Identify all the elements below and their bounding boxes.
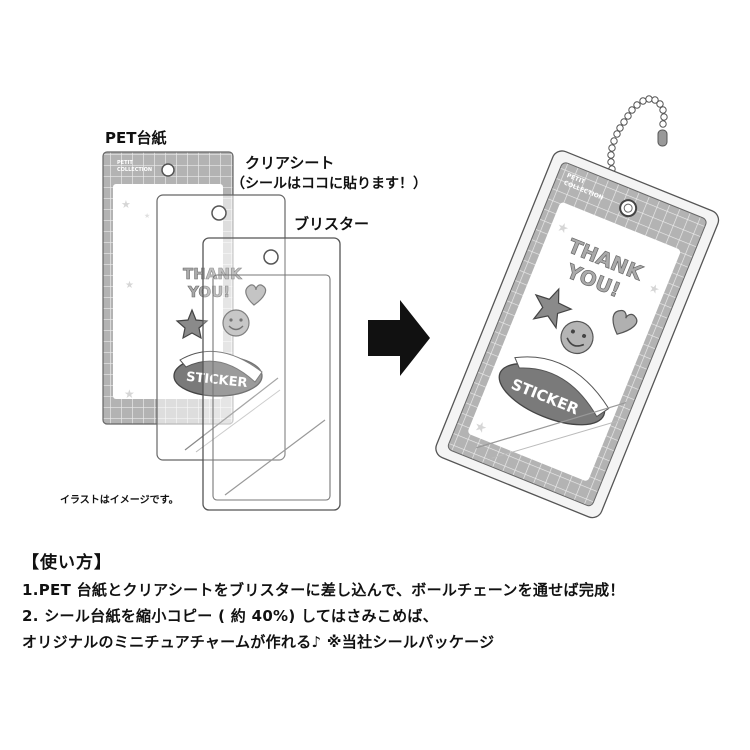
thank-you-text: THANK (183, 265, 243, 283)
blister (202, 237, 341, 511)
instruction-step-1: 1.PET 台紙とクリアシートをブリスターに差し込んで、ボールチェーンを通せば完… (22, 581, 625, 599)
star-icon: ★ (124, 387, 135, 401)
thank-you-text-2: YOU! (187, 283, 230, 301)
assembled-charm: PETIT COLLECTION THANK YOU! STICKER ★ ★ (435, 95, 720, 519)
usage-instructions: 【使い方】 1.PET 台紙とクリアシートをブリスターに差し込んで、ボールチェー… (22, 548, 737, 657)
illustration-note: イラストはイメージです。 (60, 494, 179, 506)
clear-sheet: THANK YOU! STICKER (156, 194, 286, 461)
pet-card-brand-1: PETIT (117, 160, 133, 166)
star-icon: ★ (144, 212, 150, 220)
star-icon: ★ (125, 280, 134, 291)
label-clear-sheet-note: （シールはココに貼ります！） (231, 175, 427, 192)
sticker-text: STICKER (185, 370, 248, 391)
sticker-bubble: STICKER (173, 350, 263, 397)
instruction-step-2: 2. シール台紙を縮小コピー ( 約 40%) してはさみこめば、 (22, 607, 439, 625)
charm-heart-sticker (612, 309, 638, 335)
pet-card-brand-2: COLLECTION (117, 167, 152, 173)
right-arrow-icon (368, 300, 430, 376)
instruction-step-2-cont: オリジナルのミニチュアチャームが作れる♪ ※当社シールパッケージ (22, 633, 495, 651)
charm-star-sticker (532, 287, 573, 330)
smiley-sticker (222, 309, 250, 337)
star-icon: ★ (121, 198, 131, 211)
label-pet-card: PET台紙 (105, 129, 166, 147)
star-icon: ★ (472, 418, 490, 438)
charm-smiley-sticker (560, 320, 594, 355)
label-blister: ブリスター (294, 215, 369, 233)
instructions-heading: 【使い方】 (22, 553, 112, 573)
star-icon: ★ (554, 219, 570, 237)
product-illustration: PETIT COLLECTION ★ ★ ★ ★ THANK YOU! STIC… (60, 95, 720, 519)
heart-sticker (245, 284, 267, 306)
label-clear-sheet: クリアシート (245, 154, 334, 172)
star-icon: ★ (647, 280, 662, 297)
